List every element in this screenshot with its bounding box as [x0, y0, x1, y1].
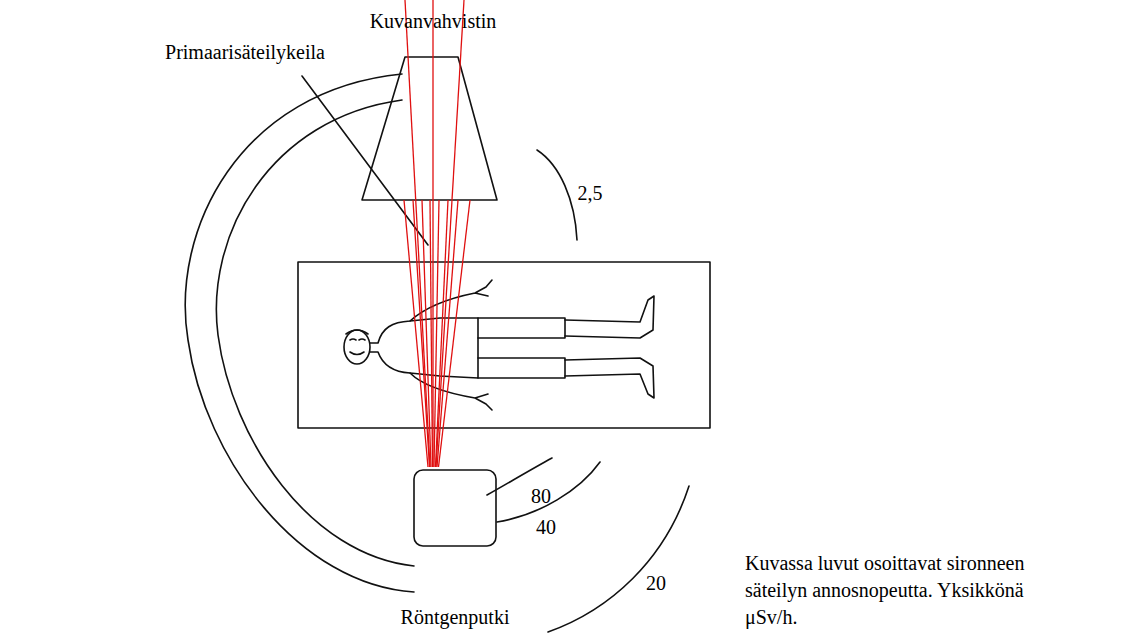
dose-arc: [548, 486, 689, 632]
dose-arc: [537, 150, 577, 240]
beam-ray: [439, 200, 471, 467]
c-arm-outer: [185, 74, 414, 592]
primary-beam: [404, 0, 470, 467]
beam-ray: [432, 0, 433, 467]
c-arm-inner: [216, 100, 414, 566]
dose-arc: [497, 462, 600, 522]
dose-value: 80: [531, 483, 551, 510]
beam-ray: [430, 200, 433, 467]
leader-line: [302, 76, 428, 245]
part-label: Primaarisäteilykeila: [165, 39, 325, 66]
patient-table: [298, 262, 710, 428]
patient-figure: [344, 280, 654, 410]
part-label: Kuvanvahvistin: [370, 8, 497, 35]
dose-value: 20: [646, 570, 666, 597]
x-ray-tube: [414, 470, 496, 546]
beam-ray: [436, 200, 449, 467]
beam-ray: [436, 0, 464, 467]
part-label: Röntgenputki: [401, 604, 510, 631]
dose-value: 2,5: [578, 180, 603, 207]
dose-value: 40: [536, 514, 556, 541]
note-text: Kuvassa luvut osoittavat sironneen sätei…: [745, 550, 1045, 631]
image-intensifier: [362, 57, 497, 200]
beam-ray: [405, 0, 430, 467]
